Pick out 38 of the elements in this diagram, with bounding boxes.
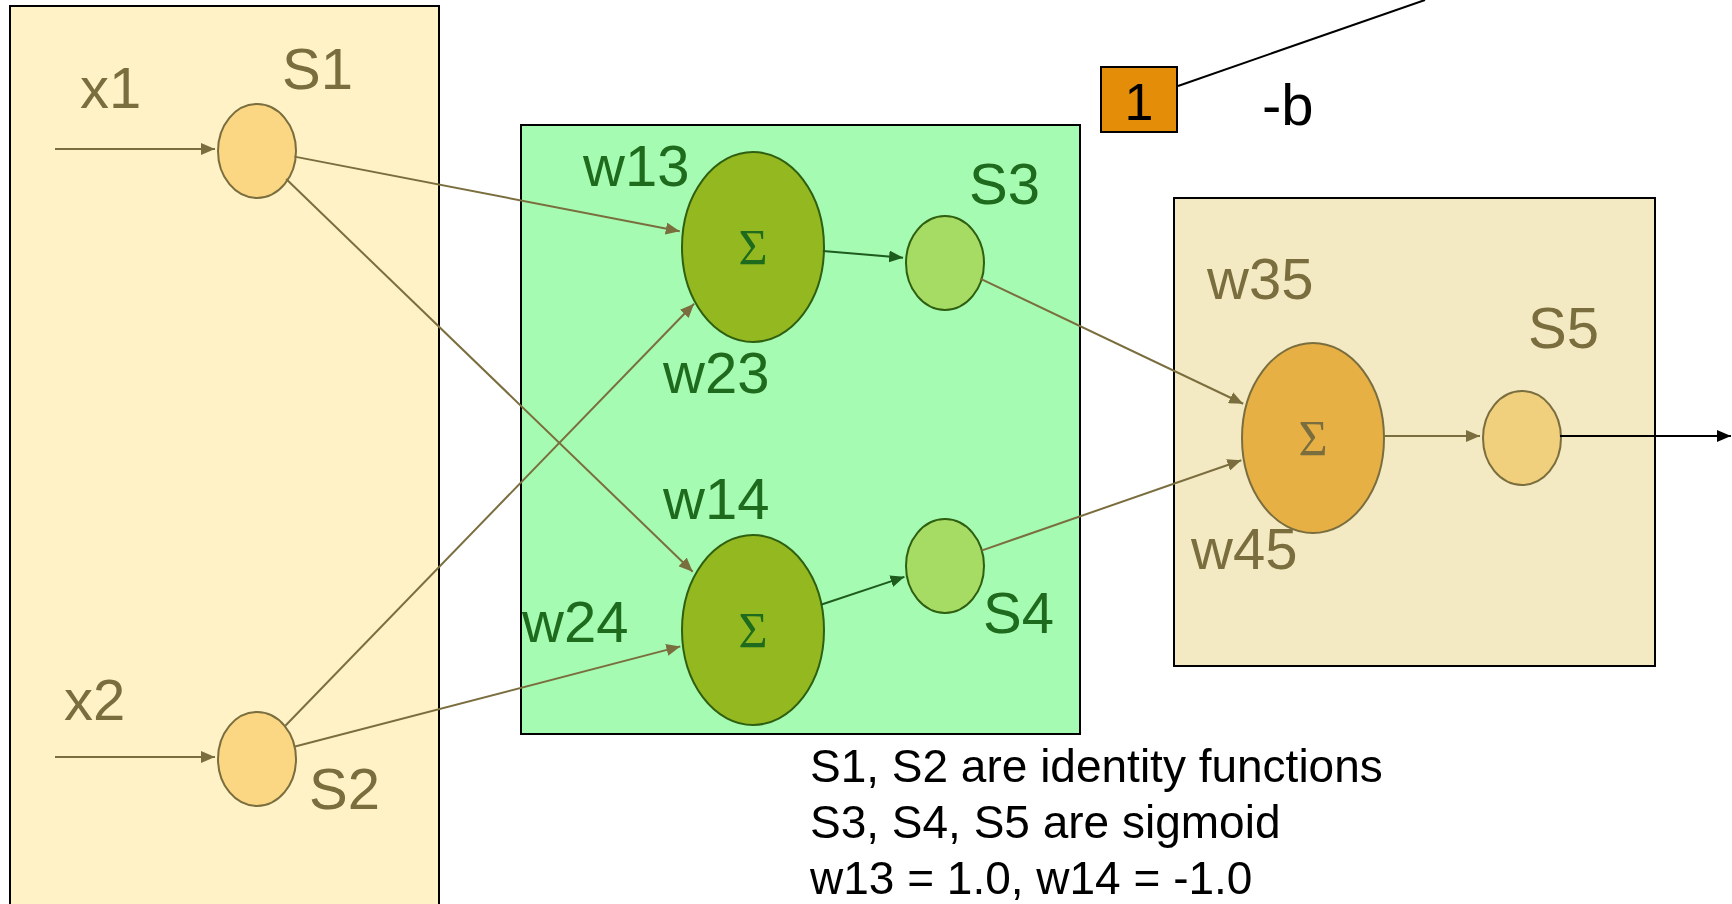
arrow: [285, 178, 694, 573]
note-text: S1, S2 are identity functions: [810, 739, 1383, 794]
sum-symbol: Σ: [1297, 413, 1329, 463]
arrow: [821, 250, 905, 263]
weight-label: w13: [583, 137, 690, 195]
arrow: [1559, 430, 1732, 442]
note-text: w13 = 1.0, w14 = -1.0: [810, 851, 1254, 904]
arrow: [980, 459, 1243, 552]
connector-line: [1177, 0, 1426, 87]
arrow: [54, 751, 216, 763]
node-label: S2: [309, 760, 380, 818]
sum-symbol: Σ: [737, 222, 769, 272]
input-label: x2: [64, 671, 126, 729]
layer-panel: [520, 124, 1081, 735]
weight-label: w14: [663, 470, 770, 528]
arrow: [54, 143, 216, 155]
arrow: [284, 302, 696, 727]
node-label: S5: [1528, 299, 1599, 357]
arrow: [293, 644, 682, 748]
bias-weight-label: -b: [1262, 76, 1314, 134]
sum-symbol: Σ: [737, 605, 769, 655]
arrow: [1382, 430, 1481, 442]
arrow: [293, 155, 681, 235]
bias-value: 1: [1123, 75, 1155, 128]
weight-label: w45: [1191, 520, 1298, 578]
node-label: S1: [282, 40, 353, 98]
weight-label: w35: [1207, 250, 1314, 308]
arrow: [819, 575, 906, 606]
weight-label: w24: [522, 593, 629, 651]
layer-panel: [9, 5, 440, 904]
layer-panel: [1173, 197, 1656, 667]
weight-label: w23: [663, 344, 770, 402]
node-label: S3: [969, 155, 1040, 213]
input-label: x1: [80, 59, 142, 117]
node-label: S4: [983, 584, 1054, 642]
note-text: S3, S4, S5 are sigmoid: [810, 795, 1282, 850]
arrow: [979, 277, 1245, 405]
bias-box: [1100, 66, 1178, 133]
